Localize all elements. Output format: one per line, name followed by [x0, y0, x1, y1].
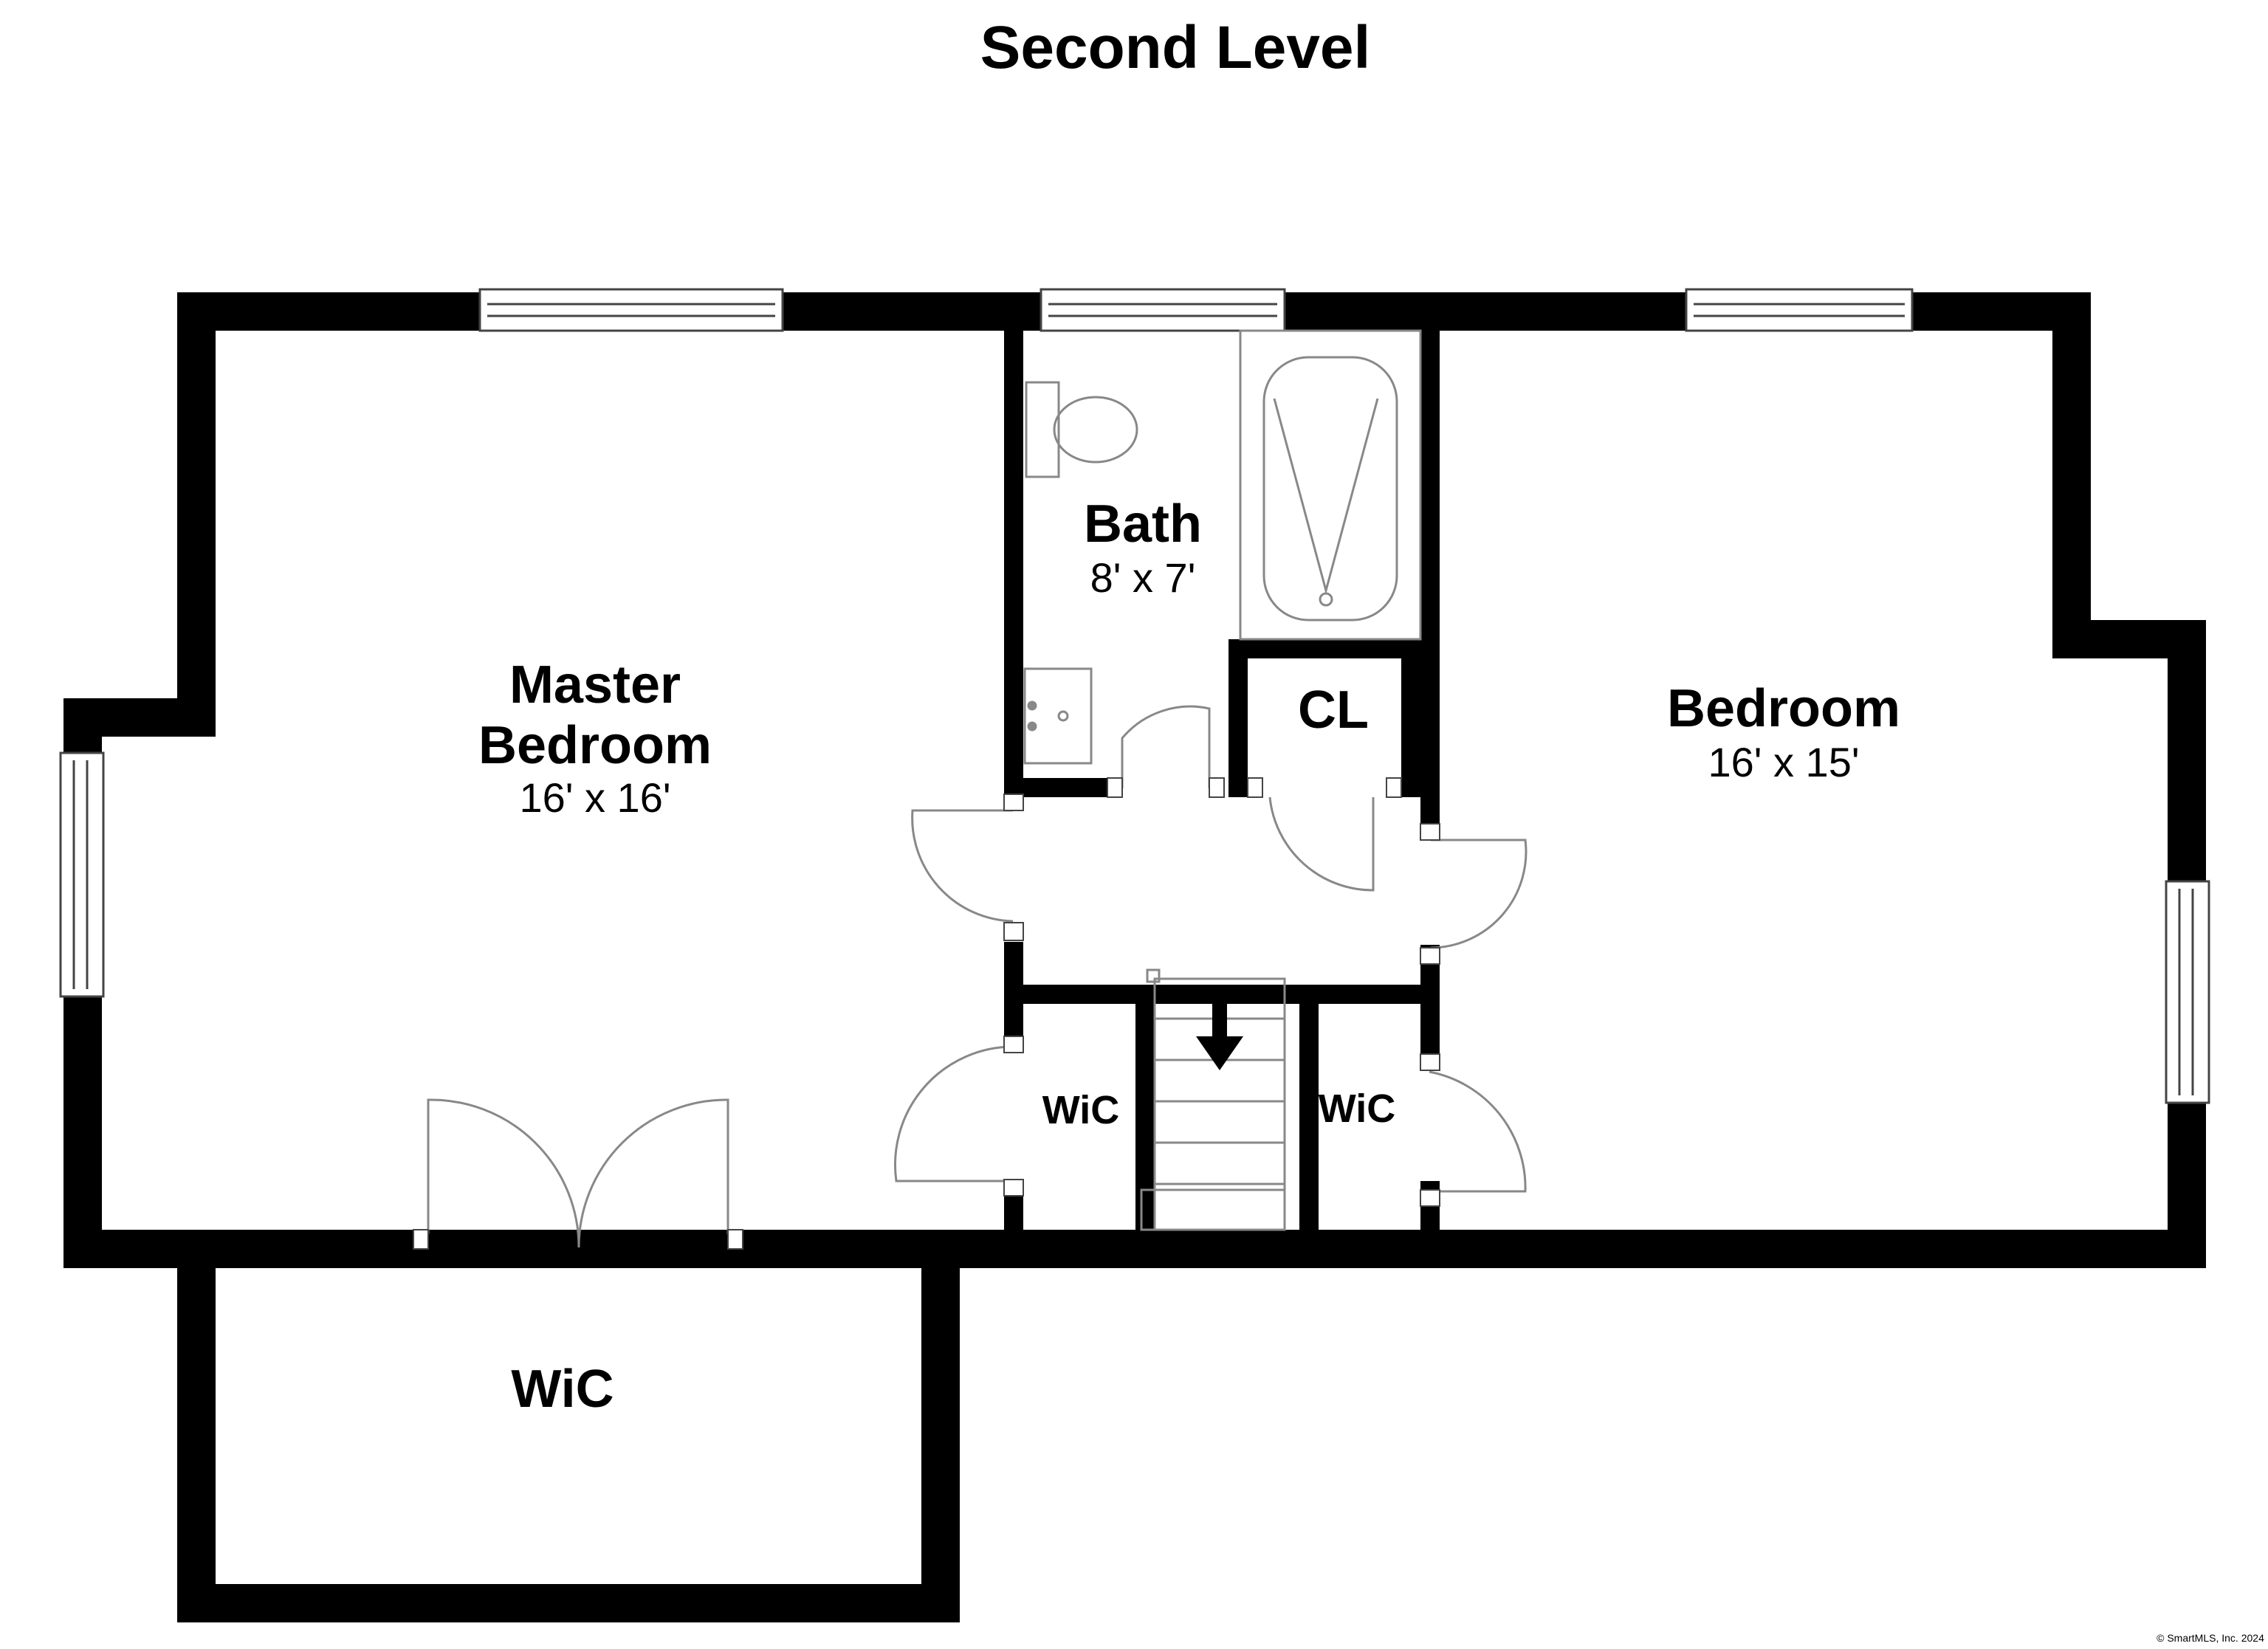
room-master-bedroom: Master Bedroom 16' x 16'	[478, 655, 712, 821]
room-bedroom: Bedroom 16' x 15'	[1667, 679, 1900, 785]
room-dimensions: 8' x 7'	[1090, 554, 1196, 601]
arrow-down-icon	[1196, 996, 1243, 1070]
room-wic-right: WiC	[1319, 1087, 1396, 1131]
room-name: Bedroom	[1667, 679, 1900, 738]
room-name: Bath	[1084, 495, 1202, 554]
room-bath: Bath 8' x 7'	[1084, 495, 1202, 601]
walls	[63, 292, 2206, 1622]
room-wic-left: WiC	[1042, 1088, 1120, 1132]
room-wic-master: WiC	[511, 1360, 614, 1419]
room-dimensions: 16' x 16'	[519, 774, 670, 821]
sink-icon	[1023, 667, 1093, 765]
copyright-notice: © SmartMLS, Inc. 2024	[2157, 1632, 2264, 1644]
room-name: WiC	[1042, 1088, 1120, 1132]
door-jambs	[413, 777, 1440, 1250]
toilet-icon	[1025, 381, 1138, 478]
room-dimensions: 16' x 15'	[1708, 739, 1859, 785]
room-closet: CL	[1298, 681, 1369, 740]
bathtub	[1239, 329, 1422, 641]
room-name: Bedroom	[478, 716, 712, 775]
page-title: Second Level	[980, 14, 1371, 81]
staircase	[1140, 968, 1286, 1231]
room-name: Master	[509, 655, 681, 715]
room-name: WiC	[511, 1360, 614, 1419]
windows	[59, 288, 2210, 1104]
doors	[427, 705, 1528, 1248]
room-name: CL	[1298, 681, 1369, 740]
room-name: WiC	[1319, 1087, 1396, 1131]
